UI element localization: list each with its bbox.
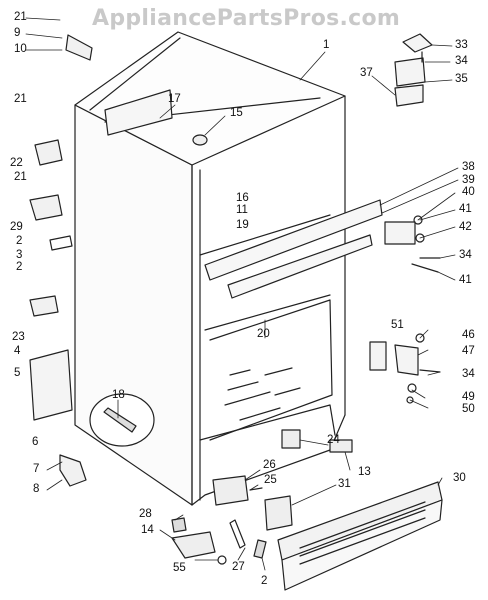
callout-50: 50 <box>462 403 475 415</box>
callout-1: 1 <box>323 39 330 51</box>
callout-39: 39 <box>462 174 475 186</box>
callout-6: 6 <box>32 436 39 448</box>
callout-8: 8 <box>33 483 40 495</box>
lower-front-parts <box>171 429 353 565</box>
callout-34: 34 <box>455 55 468 67</box>
callout-10: 10 <box>14 43 27 55</box>
callout-19: 19 <box>236 219 249 231</box>
side-components <box>29 34 208 487</box>
right-hinge-parts <box>369 333 441 404</box>
callout-16: 16 <box>236 192 249 204</box>
callout-15: 15 <box>230 107 243 119</box>
callout-13: 13 <box>358 466 371 478</box>
toe-grille <box>277 481 443 591</box>
callout-9: 9 <box>14 27 21 39</box>
callout-42: 42 <box>459 221 472 233</box>
callout-21: 21 <box>14 171 27 183</box>
callout-25: 25 <box>264 474 277 486</box>
callout-11: 11 <box>236 204 248 216</box>
callout-5: 5 <box>14 367 21 379</box>
callout-2: 2 <box>16 235 23 247</box>
callout-33: 33 <box>455 39 468 51</box>
callout-2: 2 <box>16 261 23 273</box>
callout-31: 31 <box>338 478 351 490</box>
callout-47: 47 <box>462 345 475 357</box>
leader-lines <box>25 17 459 571</box>
callout-40: 40 <box>462 186 475 198</box>
callout-28: 28 <box>139 508 152 520</box>
callout-3: 3 <box>16 249 23 261</box>
callout-34: 34 <box>459 249 472 261</box>
callout-34: 34 <box>462 368 475 380</box>
callout-24: 24 <box>327 434 340 446</box>
callout-46: 46 <box>462 329 475 341</box>
callout-51: 51 <box>391 319 404 331</box>
callout-55: 55 <box>173 562 186 574</box>
callout-18: 18 <box>112 389 125 401</box>
callout-21: 21 <box>14 11 27 23</box>
callout-21: 21 <box>14 93 27 105</box>
callout-49: 49 <box>462 391 475 403</box>
callout-23: 23 <box>12 331 25 343</box>
callout-27: 27 <box>232 561 245 573</box>
callout-14: 14 <box>141 524 154 536</box>
callout-38: 38 <box>462 161 475 173</box>
callout-41: 41 <box>459 274 472 286</box>
callout-20: 20 <box>257 328 270 340</box>
callout-29: 29 <box>10 221 23 233</box>
callout-35: 35 <box>455 73 468 85</box>
callout-41: 41 <box>459 203 472 215</box>
callout-17: 17 <box>168 93 181 105</box>
top-hinge-parts <box>394 33 433 107</box>
callout-30: 30 <box>453 472 466 484</box>
center-rail-assembly <box>204 199 441 299</box>
callout-26: 26 <box>263 459 276 471</box>
callout-2: 2 <box>261 575 268 587</box>
watermark-text: AppliancePartsPros.com <box>92 6 401 31</box>
callout-22: 22 <box>10 157 23 169</box>
callout-37: 37 <box>360 67 373 79</box>
callout-4: 4 <box>14 345 21 357</box>
callout-7: 7 <box>33 463 40 475</box>
detail-18-circle <box>89 393 155 447</box>
